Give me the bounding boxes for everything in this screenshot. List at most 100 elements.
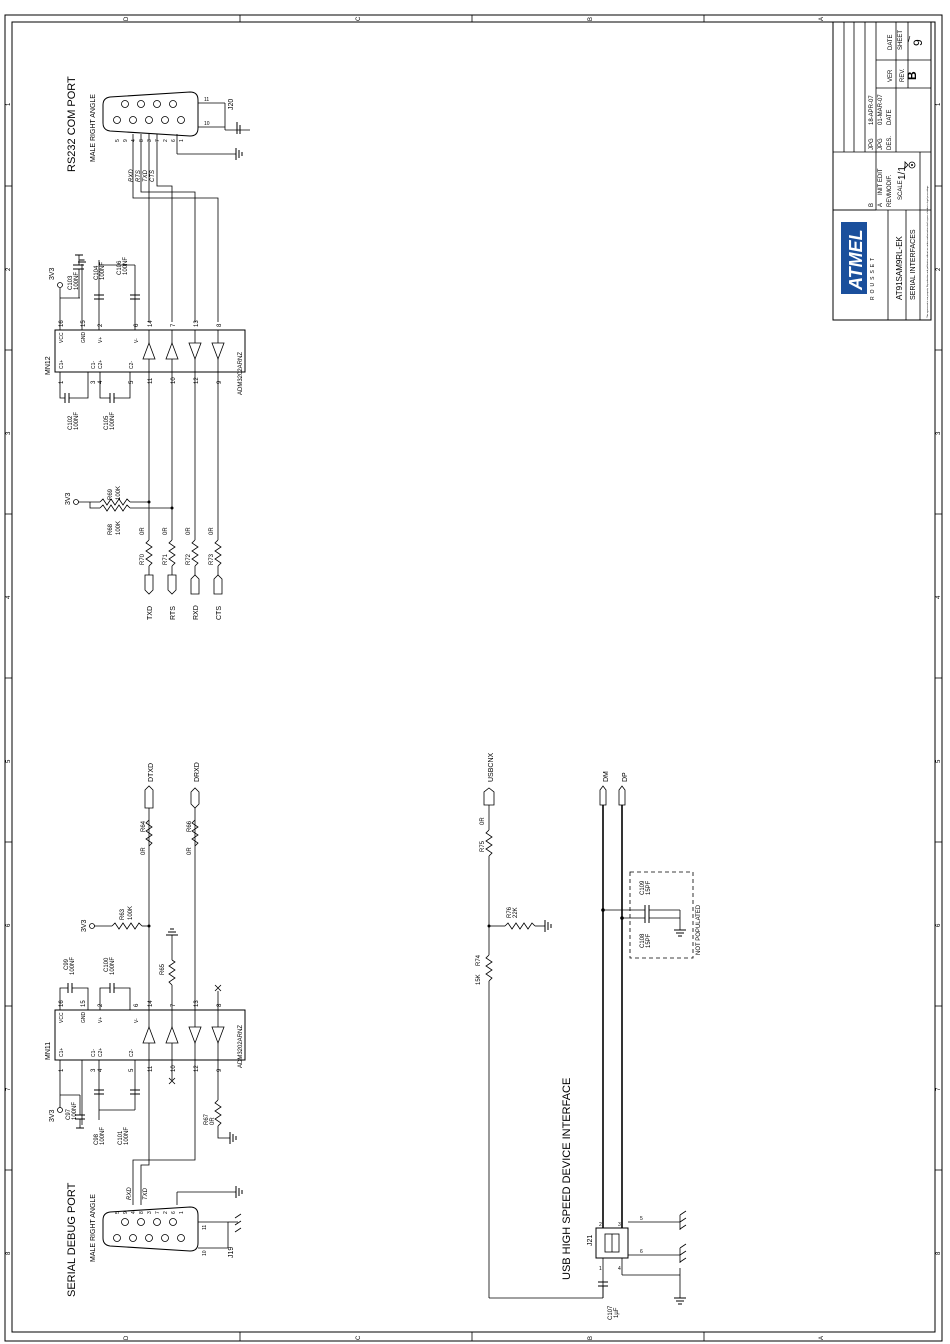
ic-pin-number: 10: [171, 1065, 177, 1072]
svg-text:RXD: RXD: [129, 169, 135, 182]
svg-text:MN12: MN12: [45, 356, 52, 375]
svg-text:100K: 100K: [116, 486, 122, 500]
svg-text:RXD: RXD: [127, 1187, 133, 1200]
svg-text:C108: C108: [640, 933, 646, 948]
svg-text:R67: R67: [204, 1113, 210, 1125]
svg-text:JPG: JPG: [878, 138, 884, 150]
ic-pin-name: C1-: [91, 361, 97, 369]
frame-number-left: 3: [6, 431, 12, 435]
ic-pin-number: 9: [217, 380, 223, 384]
ic-pin-number: 5: [129, 1068, 135, 1072]
svg-text:0R: 0R: [210, 1117, 216, 1125]
ic-pin-number: 4: [98, 380, 104, 384]
db9-pin-label: 5: [115, 1211, 121, 1214]
ic-pin-name: C2+: [98, 360, 104, 369]
db9-pin-label: 5: [115, 139, 121, 142]
svg-text:10: 10: [204, 121, 210, 127]
svg-text:3V3: 3V3: [81, 919, 88, 932]
frame-number-right: 1: [936, 102, 942, 106]
db9-pin: [121, 1218, 129, 1226]
svg-text:15PF: 15PF: [646, 880, 652, 895]
db9-pin-label: 4: [131, 1211, 137, 1214]
series-resistor: [191, 539, 199, 567]
svg-text:NOT POPULATED: NOT POPULATED: [696, 904, 702, 955]
db9-pin-label: 6: [171, 1211, 177, 1214]
frame-letter-bottom: C: [356, 1335, 362, 1340]
svg-text:DATE: DATE: [888, 34, 894, 50]
svg-text:USB HIGH SPEED DEVICE INTERFAC: USB HIGH SPEED DEVICE INTERFACE: [561, 1078, 573, 1280]
db9-pin-label: 9: [123, 139, 129, 142]
ic-pin-number: 7: [171, 323, 177, 327]
driver-buffer: [142, 1025, 156, 1044]
svg-text:B: B: [869, 203, 875, 207]
svg-text:SCALE: SCALE: [898, 180, 904, 200]
inner-border: [11, 21, 936, 1333]
svg-text:C99: C99: [64, 958, 70, 970]
svg-text:3V3: 3V3: [49, 267, 56, 280]
ic-pin-name: GND: [81, 332, 87, 344]
frame-letter-bottom: D: [124, 1335, 130, 1340]
receiver-buffer: [188, 1026, 202, 1045]
svg-text:01-MAR-07: 01-MAR-07: [878, 94, 884, 125]
rs232-subtitle: MALE RIGHT ANGLE: [90, 94, 97, 162]
svg-text:C109: C109: [640, 880, 646, 895]
svg-text:R75: R75: [480, 840, 486, 852]
resistor-value: 0R: [209, 527, 215, 535]
db9-pin: [145, 116, 153, 124]
svg-text:R74: R74: [476, 954, 482, 966]
svg-text:11: 11: [202, 1225, 208, 1230]
ic-pin-name: C2+: [98, 1048, 104, 1057]
svg-text:ROUSSET: ROUSSET: [870, 255, 876, 300]
resistor-ref: R72: [186, 553, 192, 565]
debug-db9-shell: [102, 1206, 199, 1252]
svg-text:9: 9: [911, 39, 925, 46]
receiver-buffer: [211, 1026, 225, 1045]
svg-text:DRXD: DRXD: [194, 762, 201, 782]
ic-pin-name: C1+: [59, 360, 65, 369]
db9-pin-label: 3: [147, 139, 153, 142]
atmel-logo: ATMEL ROUSSET: [841, 222, 876, 300]
ic-pin-number: 16: [59, 320, 65, 327]
svg-text:100NF: 100NF: [110, 412, 116, 430]
db9-pin: [169, 100, 177, 108]
ic-pin-name: GND: [81, 1012, 87, 1024]
svg-text:A: A: [878, 203, 884, 207]
resistor-ref: R71: [163, 553, 169, 565]
ic-pin-number: 1: [59, 380, 65, 384]
ic-pin-number: 6: [134, 323, 140, 327]
db9-pin-label: 9: [123, 1211, 129, 1214]
mn12-body: [54, 329, 246, 373]
svg-text:2: 2: [599, 1222, 602, 1228]
ic-pin-name: V-: [134, 338, 140, 343]
svg-text:R69: R69: [108, 488, 114, 500]
resistor-ref: R70: [140, 553, 146, 565]
net-port: [167, 574, 177, 595]
svg-text:C107: C107: [608, 1305, 614, 1320]
db9-pin: [177, 1234, 185, 1242]
ic-pin-name: C1-: [91, 1049, 97, 1057]
usb-section: USB HIGH SPEED DEVICE INTERFACE USBCNX R…: [476, 752, 702, 1320]
svg-text:ATMEL: ATMEL: [846, 229, 866, 291]
ic-pin-number: 15: [81, 1000, 87, 1007]
receiver-buffer: [211, 342, 225, 361]
svg-text:100NF: 100NF: [74, 272, 80, 290]
svg-text:ADM3202ARNZ: ADM3202ARNZ: [238, 352, 244, 395]
db9-pin: [137, 100, 145, 108]
series-resistor: [168, 539, 176, 567]
driver-buffer: [165, 341, 179, 360]
svg-text:JPG: JPG: [869, 138, 875, 150]
net-label: RTS: [170, 606, 177, 620]
frame-letter-top: B: [588, 17, 594, 21]
svg-text:ADM3202ARNZ: ADM3202ARNZ: [238, 1025, 244, 1068]
db9-pin: [153, 100, 161, 108]
db9-pin: [161, 1234, 169, 1242]
db9-pin: [177, 116, 185, 124]
frame-number-right: 6: [936, 923, 942, 927]
svg-text:USBCNX: USBCNX: [488, 752, 495, 782]
ic-pin-number: 11: [148, 377, 154, 384]
frame-number-left: 8: [6, 1251, 12, 1255]
ic-pin-number: 12: [194, 377, 200, 384]
